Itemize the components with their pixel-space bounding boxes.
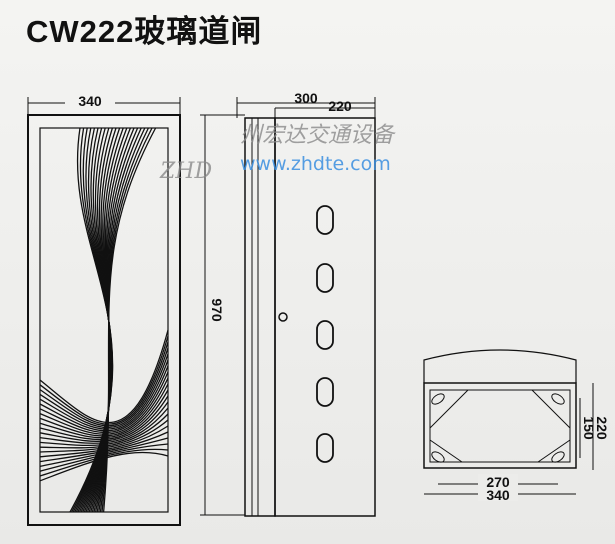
- height-label: 970: [209, 298, 225, 322]
- wave-line: [39, 407, 169, 447]
- front-width-label: 340: [78, 93, 102, 109]
- watermark-logo-text: ZHD: [159, 159, 212, 184]
- outer-depth-label: 220: [594, 416, 610, 440]
- wave-line: [39, 443, 169, 472]
- vent-slot: [316, 320, 334, 350]
- wave-line: [39, 413, 169, 449]
- vent-slot: [316, 433, 334, 463]
- watermark: ZHD 州宏达交通设备 www.zhdte.com: [159, 123, 396, 184]
- top-view: 270 340 150 220: [423, 349, 610, 503]
- vent-slot: [316, 377, 334, 407]
- wave-line: [39, 451, 169, 482]
- wave-line: [39, 401, 169, 444]
- wave-line: [101, 127, 153, 513]
- glass-wave-pattern: [39, 127, 169, 513]
- page-title: CW222玻璃道闸: [26, 14, 263, 49]
- wave-line: [39, 448, 169, 477]
- side-depth-label: 300: [294, 90, 318, 106]
- wave-line: [39, 329, 169, 423]
- wave-line: [39, 437, 169, 468]
- watermark-url: www.zhdte.com: [240, 153, 391, 175]
- wave-line: [39, 425, 169, 458]
- inner-width-label: 270: [486, 474, 510, 490]
- wave-line: [102, 127, 157, 513]
- front-view: 340: [27, 92, 181, 526]
- watermark-company: 州宏达交通设备: [240, 123, 396, 148]
- inner-depth-label: 150: [581, 416, 597, 440]
- vent-slot: [316, 205, 334, 235]
- vent-slot: [316, 263, 334, 293]
- wave-line: [39, 419, 169, 453]
- side-inner-label: 220: [328, 98, 352, 114]
- outer-width-label: 340: [486, 487, 510, 503]
- wave-line: [39, 395, 169, 442]
- wave-line: [39, 431, 169, 463]
- side-view: 300 220 970: [200, 90, 376, 517]
